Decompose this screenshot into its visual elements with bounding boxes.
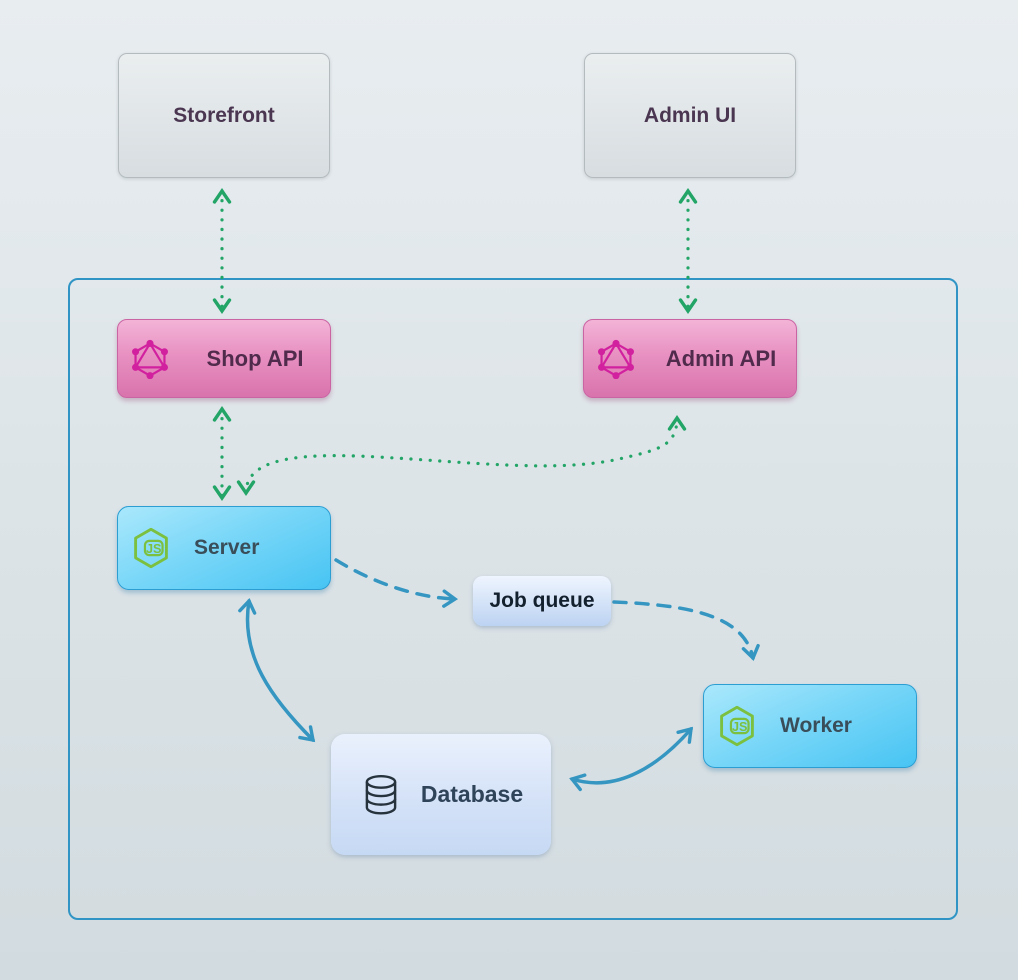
graphql-icon [596, 339, 636, 379]
nodejs-icon: JS [130, 526, 172, 570]
backend-boundary-box [68, 278, 958, 920]
node-storefront: Storefront [118, 53, 330, 178]
svg-text:JS: JS [146, 542, 161, 556]
node-database: Database [331, 734, 551, 855]
node-label: Storefront [173, 103, 275, 127]
node-admin-ui: Admin UI [584, 53, 796, 178]
nodejs-icon: JS [716, 704, 758, 748]
node-label: Shop API [206, 345, 304, 371]
node-label: Admin API [665, 345, 777, 371]
database-icon [359, 772, 403, 818]
node-label: Server [194, 536, 260, 559]
node-shop-api: Shop API [117, 319, 331, 398]
node-label: Admin UI [643, 103, 737, 127]
node-admin-api: Admin API [583, 319, 797, 398]
graphql-icon [130, 339, 170, 379]
node-label: Worker [780, 714, 852, 737]
svg-text:JS: JS [732, 720, 747, 734]
node-server: JS Server [117, 506, 331, 590]
node-worker: JS Worker [703, 684, 917, 768]
node-label: Job queue [489, 589, 595, 612]
node-label: Database [420, 781, 524, 807]
node-job-queue: Job queue [473, 576, 611, 626]
